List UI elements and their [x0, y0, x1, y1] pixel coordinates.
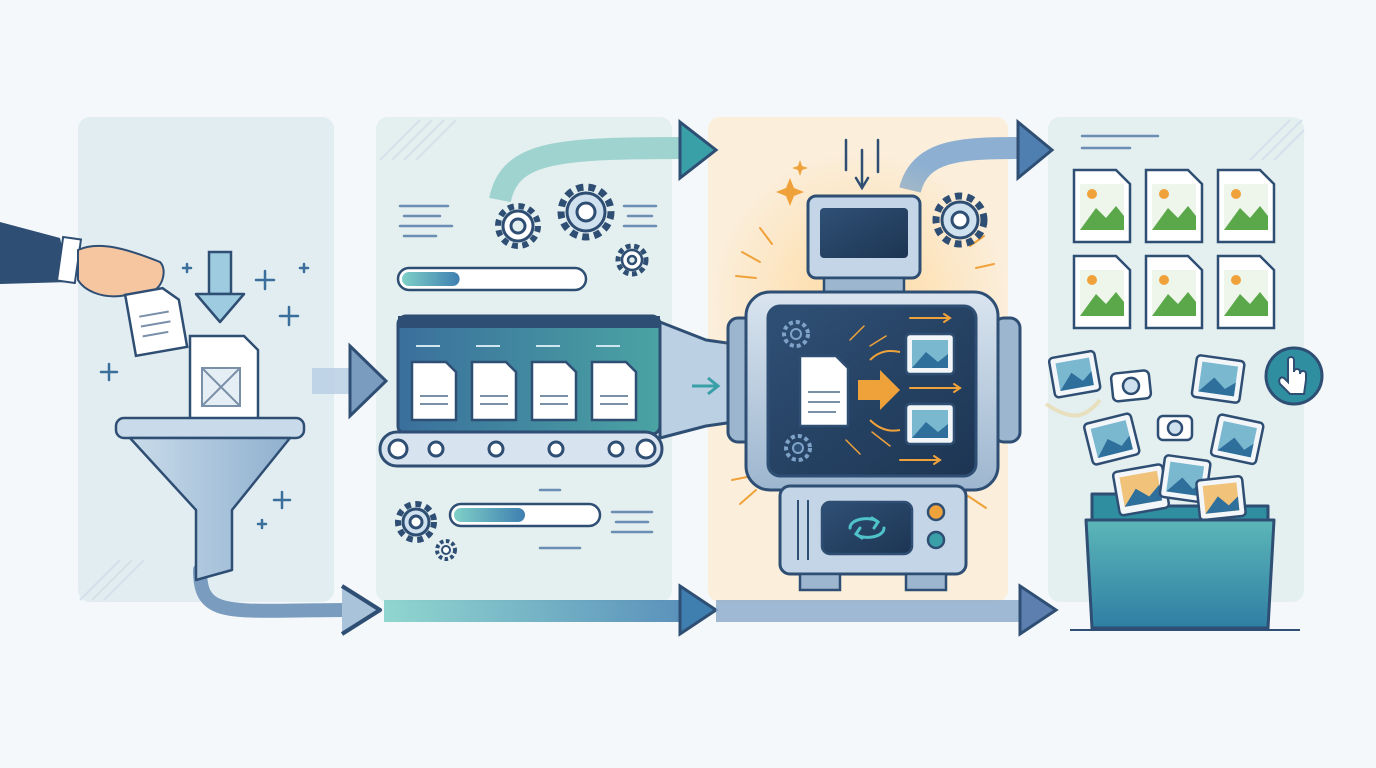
- document-icon: [590, 360, 638, 422]
- hatch-decoration: [79, 559, 145, 601]
- document-icon: [470, 360, 518, 422]
- gear-icon: [495, 203, 541, 249]
- indicator-light: [926, 502, 946, 522]
- refresh-icon: [848, 516, 886, 540]
- down-arrow-icon: [194, 250, 246, 324]
- document-icon: [123, 286, 189, 358]
- document-icon: [530, 360, 578, 422]
- sparkle-icon: [776, 178, 804, 206]
- hand-icon: [0, 222, 165, 298]
- stage-queue: [378, 119, 750, 561]
- sparkle-icon: [792, 160, 808, 176]
- image-icon: [1195, 474, 1247, 522]
- funnel-icon: [114, 416, 306, 582]
- gear-icon: [557, 183, 615, 241]
- hatch-decoration: [379, 119, 457, 161]
- arrow-icon: [858, 370, 900, 410]
- image-icon: [1082, 412, 1141, 466]
- stage-output: [1044, 119, 1324, 630]
- image-file-icon: [1216, 254, 1276, 330]
- stage-convert: [710, 138, 1022, 592]
- image-icon: [904, 402, 956, 446]
- gear-icon: [782, 320, 810, 348]
- arrow-icon: [678, 583, 719, 637]
- progress-bar-fill: [402, 272, 460, 286]
- indicator-light: [926, 530, 946, 550]
- image-icon: [1190, 354, 1246, 404]
- camera-icon: [1109, 369, 1153, 403]
- image-icon: [1111, 463, 1171, 517]
- arrow-icon: [692, 376, 721, 396]
- text-lines-decoration: [398, 204, 658, 550]
- arrow-icon: [1018, 583, 1059, 637]
- gear-icon: [932, 192, 988, 248]
- image-file-icon: [1144, 168, 1204, 244]
- incoming-arrows: [844, 138, 880, 191]
- document-icon: [410, 360, 458, 422]
- conveyor-belt: [378, 314, 750, 468]
- arrow-icon: [1016, 118, 1055, 182]
- image-file-icon: [1072, 168, 1132, 244]
- stage-ingest: [0, 222, 310, 601]
- arrow-icon: [340, 584, 382, 636]
- sparkle-icon: [99, 262, 310, 530]
- image-file-icon: [1072, 254, 1132, 330]
- folder-icon: [1084, 454, 1276, 630]
- progress-bar-top: [396, 266, 588, 292]
- image-icon: [1209, 413, 1265, 466]
- image-file-icon: [1216, 168, 1276, 244]
- arrow-icon: [678, 118, 719, 182]
- image-file-icon: [1144, 254, 1204, 330]
- machine-monitor: [806, 194, 922, 296]
- progress-bar-bottom: [448, 502, 602, 528]
- cursor-hand-icon: [1264, 346, 1324, 406]
- gear-icon: [784, 434, 812, 462]
- machine-icon: [726, 290, 1022, 592]
- image-file-grid: [1072, 168, 1276, 330]
- gear-icon: [435, 539, 457, 561]
- text-lines-decoration: [1080, 134, 1160, 150]
- image-icon: [1047, 349, 1102, 399]
- flow-arrow-1: [312, 342, 389, 420]
- image-icon: [904, 332, 956, 376]
- document-icon: [188, 334, 260, 422]
- gear-icon: [615, 243, 649, 277]
- document-icon: [798, 354, 850, 428]
- camera-icon: [1156, 414, 1194, 442]
- arrow-icon: [348, 342, 389, 420]
- gear-icon: [395, 501, 437, 543]
- progress-bar-fill: [454, 508, 525, 522]
- hatch-decoration: [1249, 119, 1305, 161]
- bottom-flow-arrows: [193, 563, 1300, 637]
